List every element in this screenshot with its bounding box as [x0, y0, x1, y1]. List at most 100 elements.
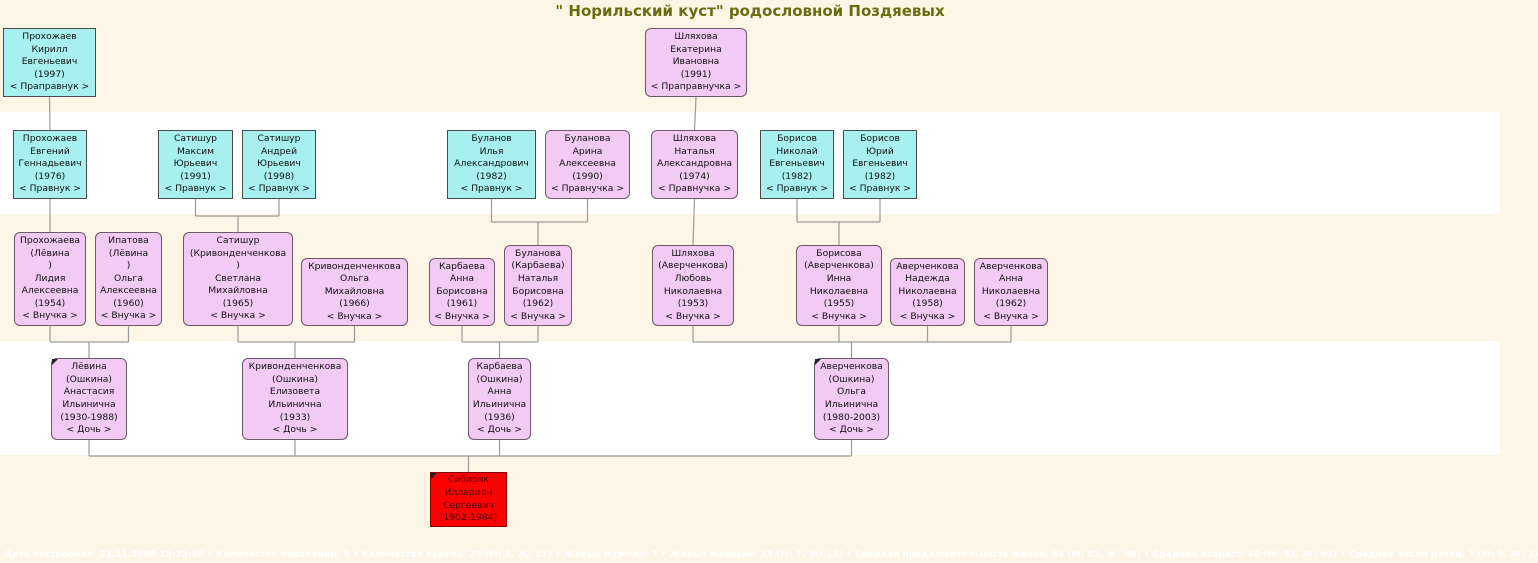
- person-text-line: Борисов: [777, 133, 817, 145]
- person-text-line: (1991): [180, 170, 211, 182]
- person-text-line: Арина: [572, 145, 603, 157]
- person-text-line: Ольга: [837, 386, 866, 398]
- person-text-line: (1974): [679, 170, 710, 182]
- deceased-marker-icon: [431, 473, 437, 479]
- person-text-line: Сибиряк: [448, 474, 489, 486]
- relation-label: < Внучка >: [510, 310, 566, 322]
- connector-line: [693, 96, 697, 131]
- person-text-line: Аверченкова: [896, 260, 959, 272]
- person-text-line: Николаевна: [898, 285, 957, 297]
- person-text-line: (1997): [34, 68, 65, 80]
- person-text-line: Алексеевна: [21, 285, 79, 297]
- person-text-line: Наталья: [517, 272, 559, 284]
- person-text-line: Елизовета: [269, 386, 321, 398]
- person-text-line: Наталья: [674, 145, 715, 157]
- person-text-line: Евгеньевич: [852, 158, 908, 170]
- person-text-line: (1962): [522, 298, 554, 310]
- person-text-line: Юрьевич: [257, 158, 301, 170]
- person-text-line: (1933): [279, 411, 311, 423]
- person-text-line: (Ошкина): [828, 373, 875, 385]
- person-text-line: (Аверченкова): [804, 260, 874, 272]
- person-text-line: (1962): [995, 298, 1027, 310]
- relation-label: < Внучка >: [22, 310, 78, 322]
- person-text-line: Ильинична: [268, 399, 322, 410]
- person-text-line: (1902-1984): [439, 512, 498, 524]
- person-text-line: Лидия: [34, 272, 66, 284]
- relation-label: < Дочь >: [272, 424, 318, 436]
- person-text-line: (1953): [677, 298, 709, 310]
- person-text-line: (1998): [263, 170, 295, 182]
- relation-label: < Правнук >: [765, 183, 828, 195]
- person-text-line: Кривонденченкова: [308, 260, 401, 272]
- person-text-line: Ивановна: [672, 56, 720, 68]
- person-text-line: (1965): [222, 297, 254, 309]
- person-text-line: Лёвина: [71, 361, 107, 373]
- person-text-line: Николаевна: [809, 285, 869, 297]
- person-text-line: (Лёвина: [108, 247, 149, 259]
- relation-label: < Дочь >: [477, 424, 522, 436]
- relation-label: < Правнук >: [848, 183, 911, 195]
- person-text-line: Инна: [826, 272, 852, 284]
- relation-label: < Внучка >: [210, 310, 266, 322]
- relation-label: < Дочь >: [66, 424, 112, 436]
- deceased-marker-icon: [815, 359, 821, 365]
- connector-lines: [48, 96, 1012, 472]
- person-text-line: Михайловна: [208, 285, 268, 297]
- person-text-line: Анна: [450, 273, 474, 285]
- person-text-line: Борисов: [860, 133, 900, 145]
- person-text-line: Ильинична: [62, 399, 116, 410]
- person-text-line: (1982): [476, 170, 507, 182]
- relation-label: < Правнук >: [164, 183, 227, 195]
- person-text-line: Надежда: [905, 273, 950, 285]
- person-text-line: Андрей: [260, 145, 298, 157]
- relation-label: < Внучка >: [434, 310, 490, 322]
- person-text-line: Михайловна: [324, 285, 385, 297]
- person-text-line: (1990): [572, 170, 603, 182]
- person-text-line: Борисовна: [436, 285, 488, 297]
- person-text-line: Буланова: [564, 133, 611, 145]
- person-text-line: (1955): [823, 298, 855, 310]
- person-text-line: Алексеевна: [559, 158, 616, 170]
- person-text-line: (1976): [34, 170, 66, 182]
- relation-label: < Внучка >: [899, 310, 956, 322]
- person-text-line: Светлана: [215, 272, 261, 284]
- person-text-line: Евгеньевич: [21, 56, 78, 68]
- relation-label: < Внучка >: [326, 310, 383, 322]
- person-text-line: Любовь: [674, 272, 712, 284]
- relation-label: < Праправнук >: [9, 81, 90, 93]
- person-text-line: Николаевна: [981, 285, 1041, 297]
- person-text-line: Шляхова: [671, 247, 715, 259]
- person-text-line: Борисова: [816, 247, 862, 259]
- relation-label: < Внучка >: [983, 310, 1039, 322]
- person-text-line: (1960): [113, 297, 144, 309]
- person-text-line: Ильинична: [824, 399, 879, 410]
- person-text-line: Илья: [479, 145, 504, 157]
- person-text-line: Анна: [999, 273, 1023, 285]
- person-text-line: ): [236, 260, 240, 272]
